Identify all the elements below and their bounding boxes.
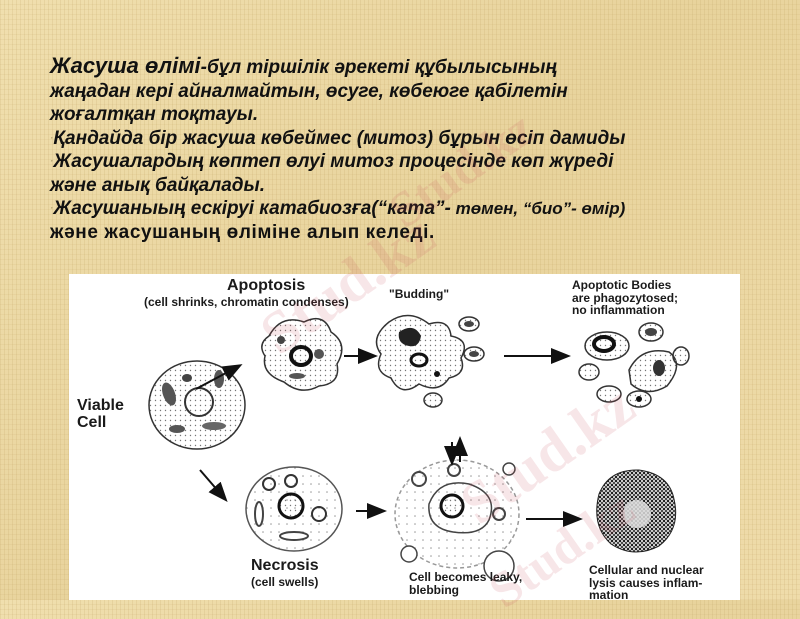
- swollen-cell-icon: [245, 466, 343, 552]
- paragraph-mass-death-line-2: және анық байқалады.: [50, 174, 266, 196]
- bullet-icon: ·: [50, 156, 54, 168]
- paragraph-catabiosis-line-1: Жасушаныың ескіруі катабиозға(“ката”-: [53, 198, 451, 220]
- definition-rest: -бұл тіршілік әрекеті құбылысының: [200, 57, 557, 78]
- lysis-line-2: lysis causes inflam-: [589, 575, 703, 590]
- definition-paragraph: Жасуша өлімі-бұл тіршілік әрекеті құбылы…: [50, 54, 750, 127]
- apoptotic-bodies-line-2: are phagozytosed;: [572, 290, 679, 305]
- viable-cell-label: Viable Cell: [77, 397, 124, 432]
- leaky-line-1: Cell becomes leaky,: [409, 570, 523, 584]
- arrow-to-apoptosis-icon: [195, 364, 243, 390]
- apoptotic-bodies-line-1: Apoptotic Bodies: [572, 278, 672, 292]
- slide-title: Жасуша өлімі: [50, 53, 201, 78]
- paragraph-catabiosis-line-2: және жасушаның өліміне алып келеді.: [50, 222, 435, 244]
- apoptosis-title: Apoptosis: [227, 277, 306, 294]
- slide-text: Жасуша өлімі-бұл тіршілік әрекеті құбылы…: [50, 54, 750, 245]
- paragraph-mitosis: ·Қандайда бір жасуша көбеймес (митоз) бұ…: [50, 127, 750, 151]
- leaky-line-2: blebbing: [409, 582, 459, 597]
- lysis-line-3: mation: [589, 588, 629, 600]
- necrosis-subtitle: (cell swells): [251, 575, 319, 589]
- definition-line-3: жоғалтқан тоқтауы.: [50, 104, 259, 125]
- viable-cell-line-1: Viable: [77, 397, 124, 414]
- budding-cell-icon: [375, 314, 485, 408]
- lysis-line-1: Cellular and nuclear: [589, 563, 704, 577]
- leaky-cell-icon: [394, 436, 520, 582]
- apoptotic-bodies-label: Apoptotic Bodies are phagozytosed; no in…: [572, 279, 678, 317]
- necrosis-title: Necrosis: [251, 557, 319, 574]
- apoptotic-bodies-line-3: no inflammation: [572, 303, 665, 318]
- paragraph-mass-death-line-1: Жасушалардың көптеп өлуі митоз процесінд…: [53, 151, 614, 173]
- cell-death-diagram: Apoptosis (cell shrinks, chromatin conde…: [69, 274, 740, 600]
- arrow-to-necrosis-icon: [199, 469, 228, 503]
- budding-label: "Budding": [389, 287, 450, 301]
- diagram-illustration: [148, 314, 690, 582]
- bullet-icon: ·: [50, 132, 54, 144]
- lysis-label: Cellular and nuclear lysis causes inflam…: [589, 564, 704, 600]
- apoptotic-bodies-icon: [578, 322, 690, 408]
- bullet-icon: ·: [50, 203, 54, 215]
- paragraph-catabiosis: ·Жасушаныың ескіруі катабиозға(“ката”- т…: [50, 197, 750, 244]
- viable-cell-icon: [148, 360, 246, 450]
- arrows: [195, 348, 583, 527]
- leaky-label: Cell becomes leaky, blebbing: [409, 571, 522, 596]
- shrunken-cell-icon: [261, 317, 343, 391]
- viable-cell-line-2: Cell: [77, 413, 107, 431]
- paragraph-mitosis-text: Қандайда бір жасуша көбеймес (митоз) бұр…: [53, 127, 626, 149]
- apoptosis-subtitle: (cell shrinks, chromatin condenses): [144, 295, 349, 309]
- lysed-cell-icon: [596, 469, 677, 553]
- definition-line-2: жаңадан кері айналмайтын, өсуге, көбеюге…: [50, 80, 568, 102]
- paragraph-catabiosis-etymology: төмен, “био”- өмір): [450, 199, 626, 219]
- paragraph-mass-death: ·Жасушалардың көптеп өлуі митоз процесін…: [50, 150, 750, 197]
